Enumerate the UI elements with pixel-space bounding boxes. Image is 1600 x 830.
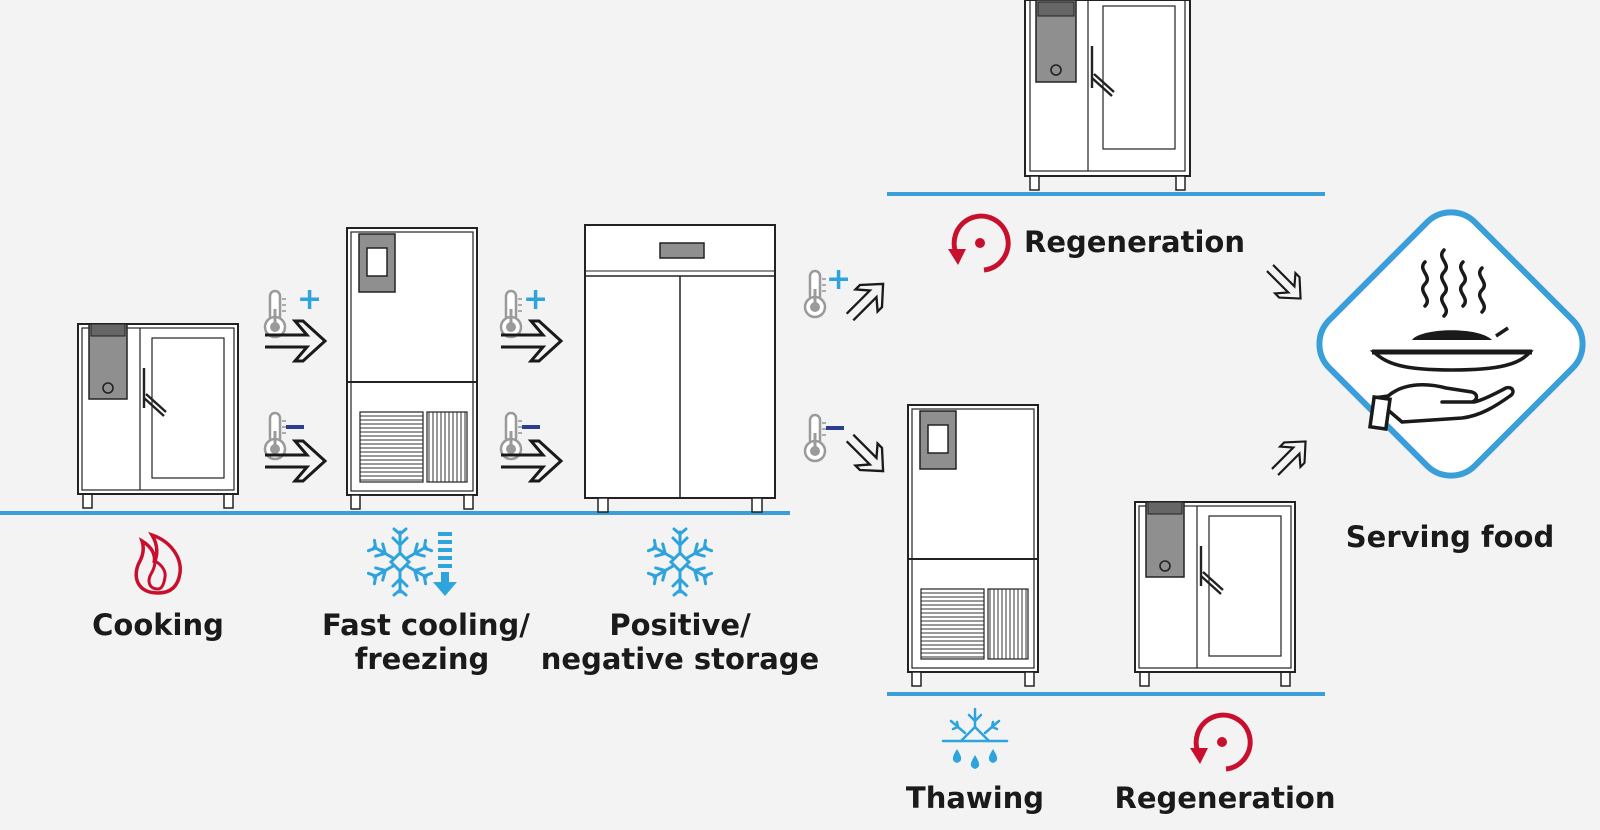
cooking-oven-image bbox=[76, 322, 240, 510]
label-regeneration-bottom: Regeneration bbox=[1114, 781, 1336, 815]
label-storage-line2: negative storage bbox=[540, 642, 820, 676]
thawing-chiller-image bbox=[907, 404, 1039, 687]
regeneration-oven-top-image bbox=[1024, 0, 1191, 191]
blast-chiller-image bbox=[346, 227, 478, 510]
label-thawing: Thawing bbox=[905, 781, 1045, 815]
regeneration-oven-bottom-image bbox=[1133, 500, 1297, 688]
svg-text:+: + bbox=[297, 282, 322, 317]
thermometer-minus-icon bbox=[499, 411, 524, 461]
label-fast-cooling-line1: Fast cooling/ bbox=[322, 608, 530, 642]
thawing-icon bbox=[941, 707, 1009, 769]
minus-sign-icon bbox=[826, 426, 844, 430]
serving-food-icon bbox=[1316, 209, 1586, 479]
label-fast-cooling-line2: freezing bbox=[354, 642, 490, 676]
snowflake-icon bbox=[648, 529, 712, 595]
thermometer-plus-icon bbox=[499, 289, 524, 339]
thermometer-minus-icon bbox=[263, 411, 288, 461]
svg-text:+: + bbox=[826, 262, 851, 297]
minus-sign-icon bbox=[522, 425, 540, 429]
arrow-down-right-icon bbox=[837, 425, 896, 484]
thermometer-plus-icon bbox=[263, 289, 288, 339]
arrow-up-right-icon bbox=[1263, 430, 1317, 484]
label-serving-food: Serving food bbox=[1345, 520, 1555, 554]
label-regeneration-top: Regeneration bbox=[1024, 225, 1245, 259]
arrow-down-right-icon bbox=[1258, 256, 1312, 310]
thermometer-minus-icon bbox=[803, 413, 828, 463]
regeneration-icon bbox=[948, 216, 1008, 270]
flame-icon bbox=[134, 531, 182, 595]
regeneration-icon bbox=[1190, 715, 1250, 769]
storage-cabinet-image bbox=[584, 224, 776, 513]
svg-text:+: + bbox=[523, 282, 548, 317]
thermometer-plus-icon bbox=[803, 269, 828, 319]
label-storage-line1: Positive/ bbox=[609, 608, 751, 642]
label-cooking: Cooking bbox=[92, 608, 224, 642]
snowflake-down-arrow-icon bbox=[368, 529, 457, 596]
minus-sign-icon bbox=[286, 425, 304, 429]
